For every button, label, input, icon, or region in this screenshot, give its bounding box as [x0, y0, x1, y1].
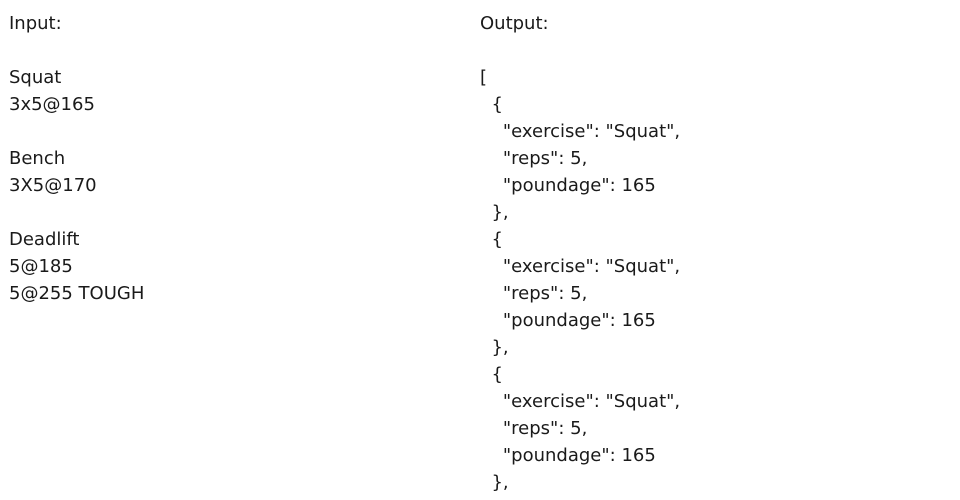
- output-line: "poundage": 165: [480, 445, 656, 466]
- output-line: },: [480, 202, 509, 223]
- output-line: "exercise": "Squat",: [480, 391, 681, 412]
- input-block-bench: Bench 3X5@170: [9, 145, 449, 199]
- input-line: 3x5@165: [9, 94, 95, 115]
- output-line: },: [480, 337, 509, 358]
- input-label: Input:: [9, 13, 62, 34]
- input-block-squat: Squat 3x5@165: [9, 64, 449, 118]
- spacer: [480, 37, 950, 64]
- output-line: "poundage": 165: [480, 175, 656, 196]
- output-line: {: [480, 94, 503, 115]
- output-line: {: [480, 229, 503, 250]
- spacer: [9, 37, 449, 64]
- output-line: "reps": 5,: [480, 418, 588, 439]
- input-line: 3X5@170: [9, 175, 97, 196]
- output-line: "reps": 5,: [480, 283, 588, 304]
- input-line: Bench: [9, 148, 66, 169]
- output-line: {: [480, 364, 503, 385]
- spacer: [9, 199, 449, 226]
- output-json: [ { "exercise": "Squat", "reps": 5, "pou…: [480, 64, 950, 496]
- spacer: [9, 118, 449, 145]
- output-label: Output:: [480, 13, 549, 34]
- input-line: 5@255 TOUGH: [9, 283, 145, 304]
- input-block-deadlift: Deadlift 5@185 5@255 TOUGH: [9, 226, 449, 307]
- output-line: "poundage": 165: [480, 310, 656, 331]
- output-line: [: [480, 67, 488, 88]
- output-line: },: [480, 472, 509, 493]
- input-line: Deadlift: [9, 229, 80, 250]
- output-panel: Output: [ { "exercise": "Squat", "reps":…: [480, 10, 950, 496]
- output-line: "exercise": "Squat",: [480, 256, 681, 277]
- input-line: Squat: [9, 67, 62, 88]
- output-line: "reps": 5,: [480, 148, 588, 169]
- output-line: "exercise": "Squat",: [480, 121, 681, 142]
- input-line: 5@185: [9, 256, 73, 277]
- input-panel: Input: Squat 3x5@165 Bench 3X5@170 Deadl…: [9, 10, 449, 307]
